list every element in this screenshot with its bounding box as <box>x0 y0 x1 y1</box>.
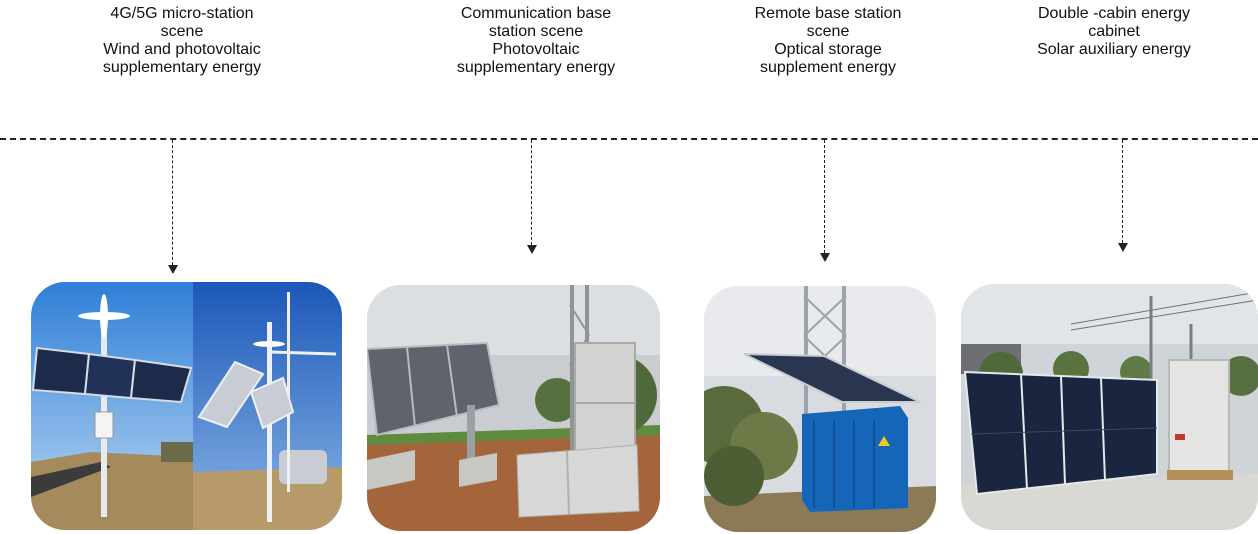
down-arrow-2 <box>527 140 537 254</box>
caption-line: supplement energy <box>759 59 897 76</box>
caption-line: Photovoltaic <box>492 41 580 58</box>
caption-line: Remote base station <box>754 5 902 22</box>
scene-caption-4: Double -cabin energy cabinet Solar auxil… <box>994 5 1234 59</box>
remote-station-container-photo <box>704 286 936 532</box>
caption-line: Communication base <box>460 5 612 22</box>
caption-line: station scene <box>488 23 584 40</box>
down-arrow-3 <box>820 140 830 262</box>
caption-line: Double -cabin energy <box>1037 5 1191 22</box>
caption-line: Optical storage <box>774 41 882 58</box>
down-arrow-1 <box>168 140 178 274</box>
caption-line: supplementary energy <box>456 59 616 76</box>
scene-caption-2: Communication base station scene Photovo… <box>416 5 656 77</box>
dashed-divider-line <box>0 138 1258 140</box>
down-arrow-4 <box>1118 140 1128 252</box>
caption-line: scene <box>160 23 204 40</box>
caption-line: 4G/5G micro-station <box>110 5 254 22</box>
double-cabin-cabinet-solar-photo <box>961 284 1258 530</box>
caption-line: cabinet <box>1088 23 1140 40</box>
scene-caption-3: Remote base station scene Optical storag… <box>708 5 948 77</box>
caption-line: scene <box>806 23 850 40</box>
caption-line: Wind and photovoltaic <box>103 41 261 58</box>
micro-station-wind-solar-photo <box>31 282 342 530</box>
caption-line: Solar auxiliary energy <box>1037 41 1191 58</box>
caption-line: supplementary energy <box>102 59 262 76</box>
scene-caption-1: 4G/5G micro-station scene Wind and photo… <box>62 5 302 77</box>
base-station-solar-cabinet-photo <box>367 285 660 531</box>
